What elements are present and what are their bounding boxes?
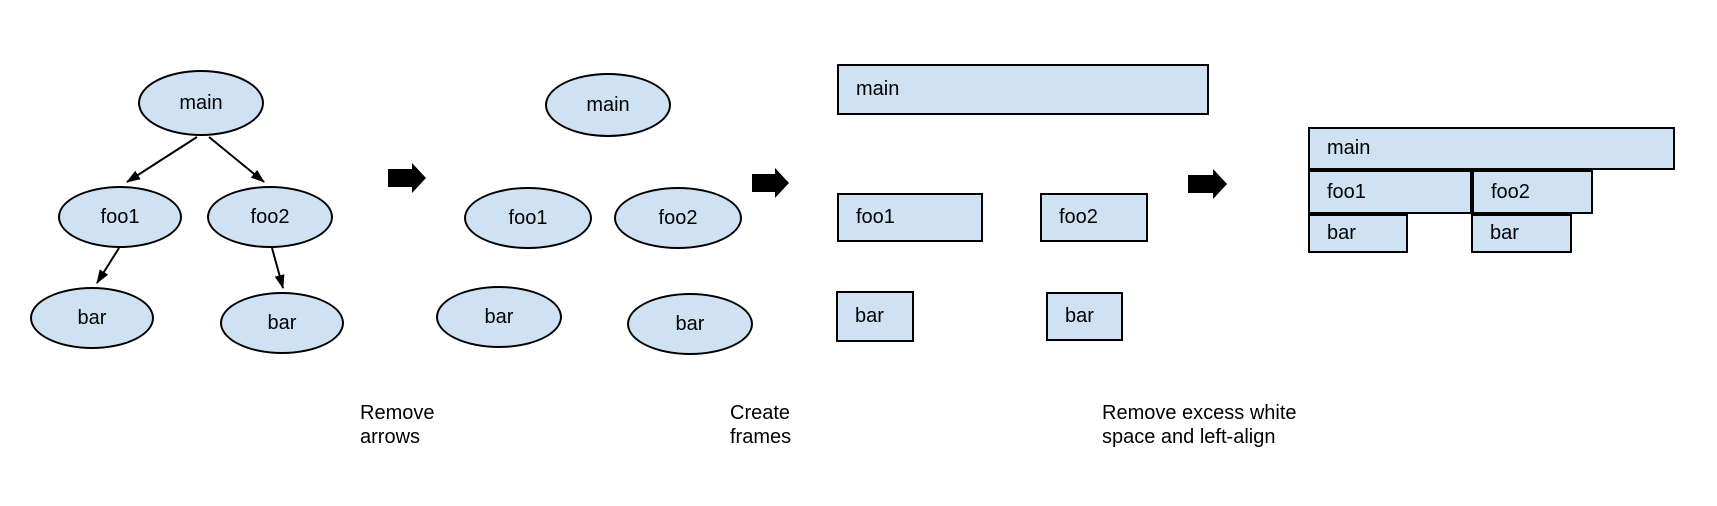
frames-node-foo2: foo2 <box>1040 193 1148 242</box>
transition-arrow-to-frames <box>752 168 789 198</box>
no-arrows-node-bar-left: bar <box>436 286 562 348</box>
frames-node-foo1: foo1 <box>837 193 983 242</box>
call-tree-node-foo1: foo1 <box>58 186 182 248</box>
flame-graph-node-main: main <box>1308 127 1675 170</box>
caption-remove-whitespace: Remove excess white space and left-align <box>1102 402 1297 448</box>
call-tree-node-foo2: foo2 <box>207 186 333 248</box>
no-arrows-node-main: main <box>545 73 671 137</box>
call-tree-edge-main-to-foo1 <box>126 136 198 183</box>
no-arrows-node-foo1: foo1 <box>464 187 592 249</box>
frames-node-bar-right: bar <box>1046 292 1123 341</box>
flame-graph-node-bar-left: bar <box>1308 214 1408 253</box>
flame-graph-node-foo1: foo1 <box>1308 170 1472 214</box>
flame-graph-node-bar-right: bar <box>1471 214 1572 253</box>
transition-arrows <box>388 163 1227 199</box>
flame-graph-node-foo2: foo2 <box>1472 170 1593 214</box>
call-tree-node-bar-right: bar <box>220 292 344 354</box>
call-tree-edge-foo2-to-bar <box>271 247 285 289</box>
call-tree-node-main: main <box>138 70 264 136</box>
frames-node-main: main <box>837 64 1209 115</box>
caption-create-frames: Create frames <box>730 402 792 448</box>
caption-remove-arrows: Remove arrows <box>360 402 435 448</box>
no-arrows-node-bar-right: bar <box>627 293 753 355</box>
frames-node-bar-left: bar <box>836 291 914 342</box>
tree-edges <box>96 136 285 289</box>
transition-arrow-to-flame-graph <box>1188 169 1227 199</box>
transition-arrow-to-no-arrows <box>388 163 426 193</box>
no-arrows-node-foo2: foo2 <box>614 187 742 249</box>
call-tree-node-bar-left: bar <box>30 287 154 349</box>
call-tree-edge-main-to-foo2 <box>208 136 265 183</box>
call-tree-edge-foo1-to-bar <box>96 247 120 284</box>
